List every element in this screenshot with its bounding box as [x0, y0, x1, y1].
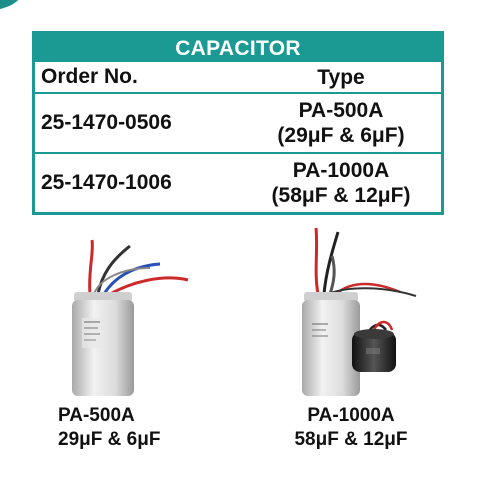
product-image-pa1000a	[288, 222, 438, 402]
product-image-pa500a	[52, 222, 212, 402]
capacitor-spec-table: CAPACITOR Order No. Type 25-1470-0506 PA…	[32, 31, 444, 215]
type-name: PA-1000A	[292, 159, 390, 182]
type-cell: PA-1000A (58μF & 12μF)	[241, 154, 441, 212]
column-header-order: Order No.	[41, 65, 138, 88]
table-row: 25-1470-1006 PA-1000A (58μF & 12μF)	[35, 154, 441, 212]
product-spec: 58μF & 12μF	[294, 429, 408, 450]
table-row: 25-1470-0506 PA-500A (29μF & 6μF)	[35, 94, 441, 154]
dual-capacitor-icon	[302, 227, 417, 396]
product-model: PA-1000A	[307, 405, 395, 426]
product-caption-pa1000a: PA-1000A 58μF & 12μF	[276, 404, 426, 452]
table-column-headers: Order No. Type	[35, 62, 441, 94]
product-caption-pa500a: PA-500A 29μF & 6μF	[58, 404, 160, 452]
single-capacitor-icon	[72, 239, 189, 396]
type-name: PA-500A	[298, 99, 384, 122]
type-spec: (29μF & 6μF)	[277, 124, 405, 147]
type-cell: PA-500A (29μF & 6μF)	[241, 94, 441, 152]
corner-decoration	[0, 0, 36, 17]
table-title: CAPACITOR	[35, 34, 441, 62]
type-spec: (58μF & 12μF)	[271, 184, 411, 207]
column-header-type-label: Type	[317, 65, 365, 89]
product-spec: 29μF & 6μF	[58, 429, 161, 450]
column-header-type: Type	[241, 62, 441, 92]
product-model: PA-500A	[58, 405, 135, 426]
order-number: 25-1470-0506	[41, 111, 172, 134]
order-number: 25-1470-1006	[41, 171, 172, 194]
